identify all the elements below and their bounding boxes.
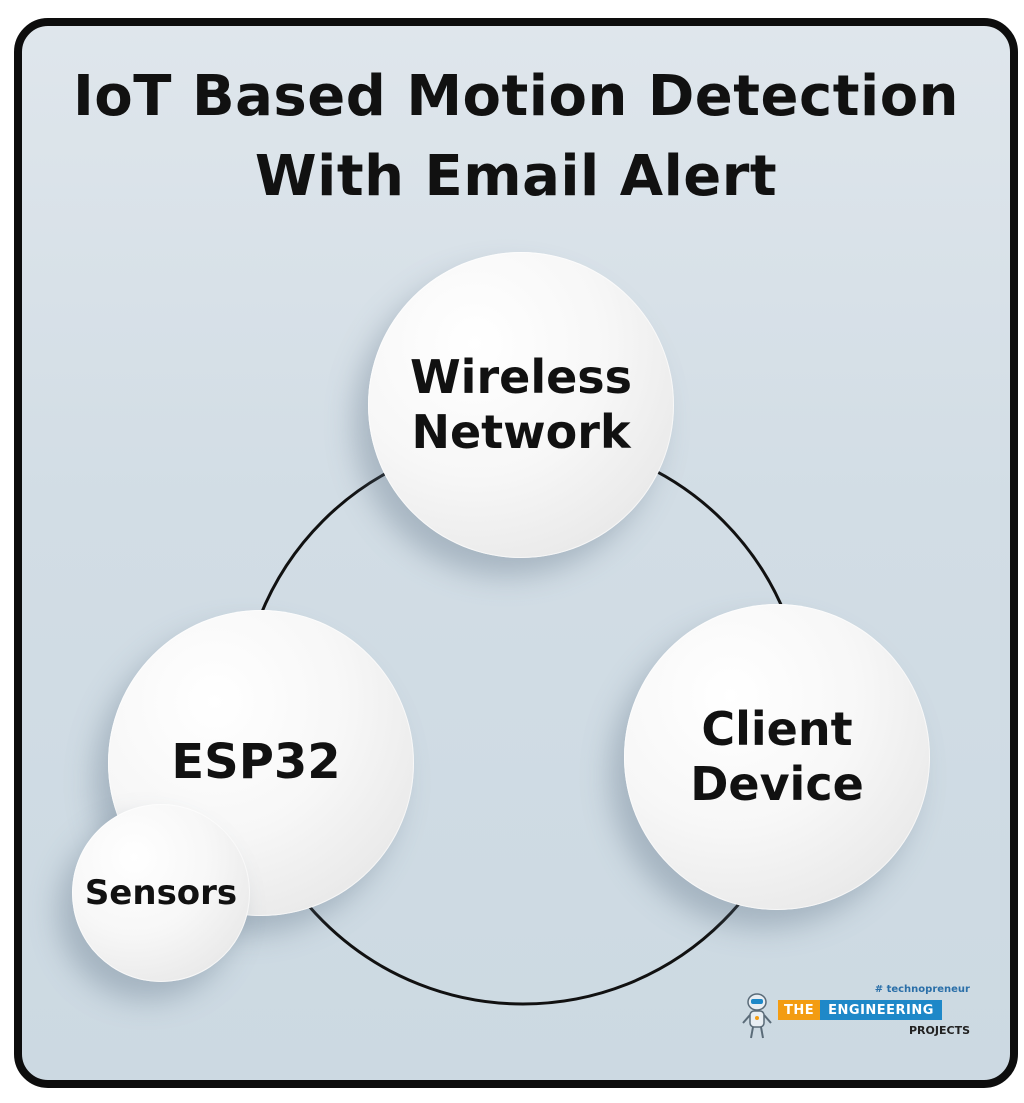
node-wireless-network: Wireless Network — [368, 252, 674, 558]
title-line-2: With Email Alert — [254, 144, 778, 209]
logo-tagline: # technopreneur — [874, 984, 970, 995]
node-esp32-label: ESP32 — [171, 734, 341, 791]
robot-icon — [742, 993, 772, 1039]
diagram-frame: IoT Based Motion Detection With Email Al… — [14, 18, 1018, 1088]
node-esp32: ESP32 — [108, 610, 414, 916]
node-client-device-label: Client Device — [690, 701, 864, 811]
logo-wordmark: THE ENGINEERING — [778, 1000, 942, 1020]
logo-projects: PROJECTS — [909, 1024, 970, 1037]
node-client-device: Client Device — [624, 604, 930, 910]
node-sensors: Sensors — [72, 804, 250, 982]
logo-engineering: ENGINEERING — [820, 1000, 942, 1020]
node-wireless-network-label: Wireless Network — [409, 349, 633, 459]
title-line-1: IoT Based Motion Detection — [72, 64, 960, 129]
node-sensors-label: Sensors — [84, 872, 238, 913]
engineering-projects-logo: # technopreneur THE ENGINEERING PROJECTS — [740, 984, 970, 1044]
logo-the: THE — [778, 1000, 821, 1020]
